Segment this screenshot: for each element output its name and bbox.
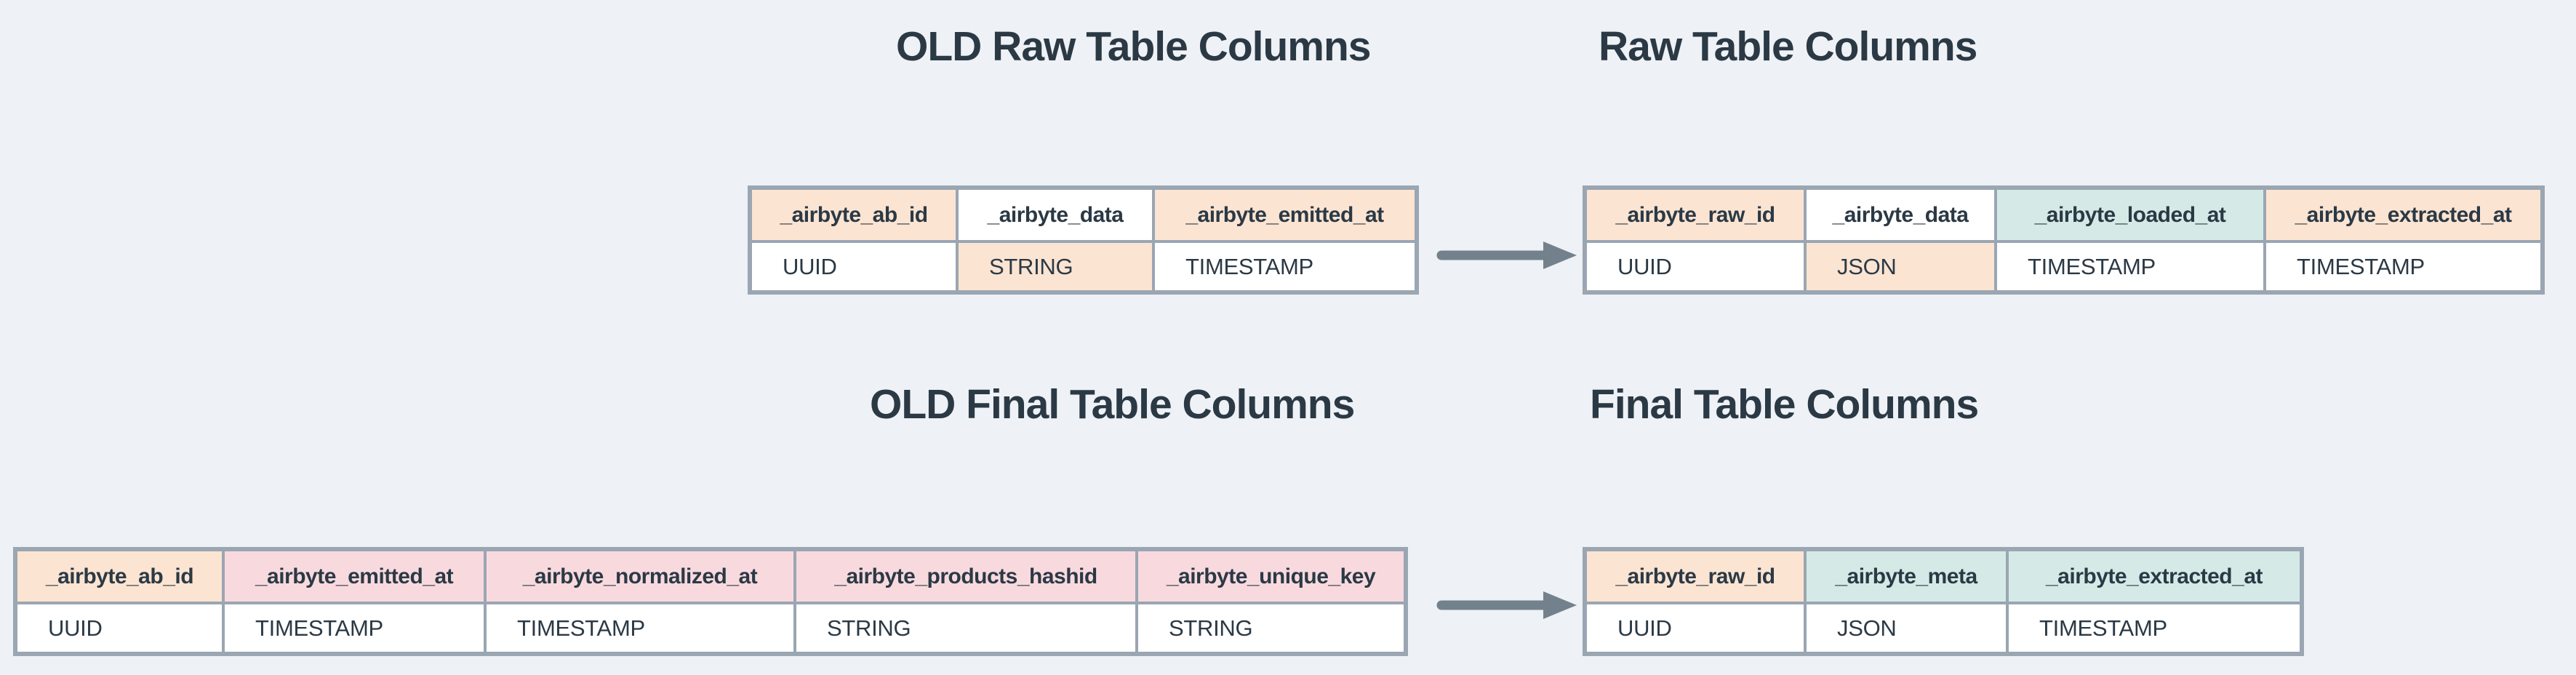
type-row: UUID JSON TIMESTAMP TIMESTAMP	[1583, 240, 2544, 294]
header-row: _airbyte_raw_id _airbyte_meta _airbyte_e…	[1583, 548, 2303, 604]
arrow-right-icon	[1436, 591, 1577, 619]
column-header: _airbyte_emitted_at	[1152, 186, 1418, 243]
raw-table: _airbyte_raw_id _airbyte_data _airbyte_l…	[1583, 185, 2545, 295]
header-row: _airbyte_raw_id _airbyte_data _airbyte_l…	[1583, 186, 2544, 243]
column-type: UUID	[748, 240, 959, 294]
column-header: _airbyte_loaded_at	[1994, 186, 2266, 243]
column-header: _airbyte_normalized_at	[484, 548, 796, 604]
column-type: STRING	[1135, 602, 1407, 655]
column-header: _airbyte_ab_id	[748, 186, 959, 243]
old-raw-table-title: OLD Raw Table Columns	[896, 23, 1372, 70]
type-row: UUID TIMESTAMP TIMESTAMP STRING STRING	[14, 602, 1407, 655]
column-type: TIMESTAMP	[222, 602, 487, 655]
column-type: TIMESTAMP	[2263, 240, 2544, 294]
column-header: _airbyte_raw_id	[1583, 548, 1807, 604]
column-header: _airbyte_ab_id	[14, 548, 225, 604]
column-type: TIMESTAMP	[1152, 240, 1418, 294]
column-type: STRING	[956, 240, 1155, 294]
type-row: UUID JSON TIMESTAMP	[1583, 602, 2303, 655]
column-type: UUID	[1583, 240, 1807, 294]
final-table: _airbyte_raw_id _airbyte_meta _airbyte_e…	[1583, 547, 2304, 656]
header-row: _airbyte_ab_id _airbyte_emitted_at _airb…	[14, 548, 1407, 604]
column-type: TIMESTAMP	[484, 602, 796, 655]
arrow-right-icon	[1436, 241, 1577, 269]
type-row: UUID STRING TIMESTAMP	[748, 240, 1418, 294]
old-final-table-title: OLD Final Table Columns	[870, 381, 1355, 428]
column-header: _airbyte_products_hashid	[793, 548, 1138, 604]
old-final-table: _airbyte_ab_id _airbyte_emitted_at _airb…	[13, 547, 1408, 656]
column-header: _airbyte_extracted_at	[2263, 186, 2544, 243]
column-type: JSON	[1804, 602, 2009, 655]
column-type: TIMESTAMP	[1994, 240, 2266, 294]
column-header: _airbyte_emitted_at	[222, 548, 487, 604]
column-type: TIMESTAMP	[2006, 602, 2303, 655]
final-table-title: Final Table Columns	[1590, 381, 1979, 428]
column-header: _airbyte_data	[956, 186, 1155, 243]
column-type: STRING	[793, 602, 1138, 655]
column-header: _airbyte_unique_key	[1135, 548, 1407, 604]
header-row: _airbyte_ab_id _airbyte_data _airbyte_em…	[748, 186, 1418, 243]
raw-table-title: Raw Table Columns	[1599, 23, 1977, 70]
column-header: _airbyte_raw_id	[1583, 186, 1807, 243]
column-type: UUID	[14, 602, 225, 655]
column-header: _airbyte_extracted_at	[2006, 548, 2303, 604]
column-type: JSON	[1804, 240, 1997, 294]
column-type: UUID	[1583, 602, 1807, 655]
column-header: _airbyte_data	[1804, 186, 1997, 243]
column-header: _airbyte_meta	[1804, 548, 2009, 604]
old-raw-table: _airbyte_ab_id _airbyte_data _airbyte_em…	[748, 185, 1419, 295]
